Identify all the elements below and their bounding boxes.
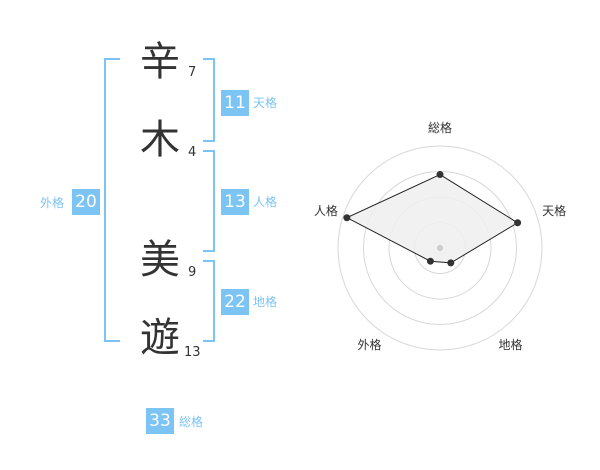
soukaku-label: 総格 xyxy=(179,415,204,429)
gaikaku-badge: 20 xyxy=(72,189,100,215)
tenkaku-bracket xyxy=(203,58,215,142)
name-char-2: 木 xyxy=(140,117,180,163)
name-char-4: 遊 xyxy=(140,315,180,361)
radar-point-1 xyxy=(436,171,444,179)
tenkaku-badge: 11 xyxy=(221,90,249,116)
gaikaku-label: 外格 xyxy=(40,196,65,210)
radar-point-4 xyxy=(426,257,434,265)
jinkaku-badge: 13 xyxy=(221,189,249,215)
radar-area xyxy=(345,174,519,264)
radar-axis-label-2: 天格 xyxy=(542,203,566,218)
stroke-count-4: 13 xyxy=(184,345,201,360)
jinkaku-label: 人格 xyxy=(253,195,278,209)
tenkaku-label: 天格 xyxy=(253,96,278,110)
radar-axis-label-1: 総格 xyxy=(428,120,452,135)
stroke-count-3: 9 xyxy=(188,265,197,280)
stroke-count-1: 7 xyxy=(188,65,197,80)
name-char-3: 美 xyxy=(140,237,180,283)
gaikaku-bracket xyxy=(104,58,120,342)
radar-point-2 xyxy=(514,219,522,227)
chikaku-bracket xyxy=(203,260,215,342)
radar-axis-label-5: 人格 xyxy=(314,203,338,218)
radar-axis-label-3: 地格 xyxy=(498,337,522,352)
stroke-count-2: 4 xyxy=(188,145,197,160)
chikaku-badge: 22 xyxy=(221,289,249,315)
radar-axis-label-4: 外格 xyxy=(357,337,381,352)
name-char-1: 辛 xyxy=(140,39,180,85)
radar-point-5 xyxy=(343,214,351,222)
soukaku-badge: 33 xyxy=(146,408,174,434)
radar-point-3 xyxy=(447,259,455,267)
radar-ring-4 xyxy=(337,145,543,351)
chikaku-label: 地格 xyxy=(253,295,278,309)
jinkaku-bracket xyxy=(203,150,215,252)
radar-center-dot xyxy=(437,245,443,251)
